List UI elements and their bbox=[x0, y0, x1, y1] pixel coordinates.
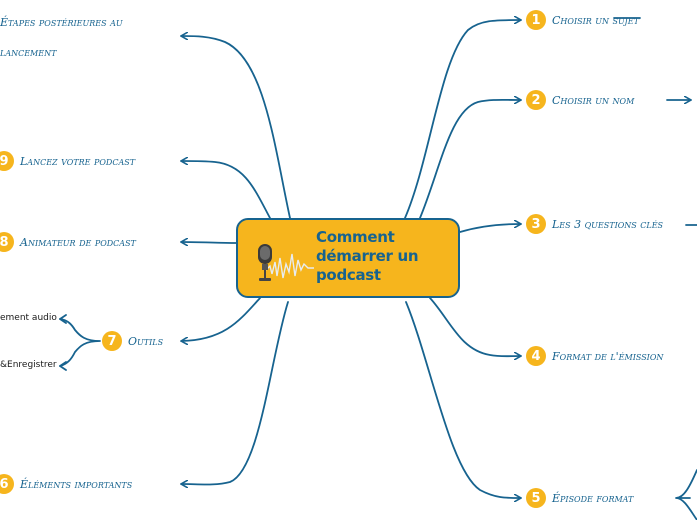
topic-label: Choisir un sujet bbox=[552, 13, 639, 27]
topic-3[interactable]: 3 Les 3 questions clés bbox=[526, 214, 663, 234]
topic-label: Lancez votre podcast bbox=[20, 154, 136, 168]
topic-number-badge: 4 bbox=[526, 346, 546, 366]
topic-label: Format de l'émission bbox=[552, 349, 664, 363]
topic-6[interactable]: 6 Éléments importants bbox=[0, 474, 132, 494]
branch-line-2 bbox=[419, 100, 520, 219]
branch-line-5 bbox=[405, 301, 520, 498]
topic-label: Éléments importants bbox=[20, 477, 133, 491]
branch-line-3 bbox=[459, 224, 520, 233]
topic-1[interactable]: 1 Choisir un sujet bbox=[526, 10, 639, 30]
topic-number-badge: 1 bbox=[526, 10, 546, 30]
subtopic-outils-audio[interactable]: ement audio bbox=[0, 313, 57, 323]
topic-label: Étapes postérieures au lancement bbox=[0, 16, 123, 59]
topic-10[interactable]: Étapes postérieures au lancement bbox=[0, 8, 170, 68]
topic-number-badge: 9 bbox=[0, 151, 14, 171]
branch-line-1 bbox=[404, 20, 520, 219]
central-topic[interactable]: Comment démarrer un podcast bbox=[236, 218, 460, 298]
branch-line-9 bbox=[182, 161, 271, 219]
topic-9[interactable]: 9 Lancez votre podcast bbox=[0, 151, 135, 171]
branch-line-8 bbox=[182, 242, 237, 243]
branch-line-10 bbox=[182, 36, 291, 219]
branch-line-7 bbox=[182, 297, 261, 341]
topic-number-badge: 3 bbox=[526, 214, 546, 234]
topic-8[interactable]: 8 Animateur de podcast bbox=[0, 232, 136, 252]
topic-number-badge: 5 bbox=[526, 488, 546, 508]
subtopic-outils-enregistrer[interactable]: &Enregistrer bbox=[0, 360, 57, 370]
topic-4[interactable]: 4 Format de l'émission bbox=[526, 346, 663, 366]
topic-label: Épisode format bbox=[552, 491, 634, 505]
topic-7[interactable]: 7 Outils bbox=[102, 331, 163, 351]
stub-line-5 bbox=[675, 469, 697, 520]
topic-label: Animateur de podcast bbox=[20, 235, 136, 249]
topic-number-badge: 6 bbox=[0, 474, 14, 494]
topic-5[interactable]: 5 Épisode format bbox=[526, 488, 633, 508]
topic-2[interactable]: 2 Choisir un nom bbox=[526, 90, 634, 110]
branch-line-4 bbox=[429, 297, 520, 356]
topic-number-badge: 7 bbox=[102, 331, 122, 351]
topic-number-badge: 2 bbox=[526, 90, 546, 110]
topic-label: Les 3 questions clés bbox=[552, 217, 664, 231]
topic-label: Choisir un nom bbox=[552, 93, 635, 107]
topic-number-badge: 8 bbox=[0, 232, 14, 252]
topic-label: Outils bbox=[128, 334, 164, 348]
central-topic-title: Comment démarrer un podcast bbox=[316, 228, 419, 284]
branch-line-6 bbox=[182, 301, 289, 485]
microphone-soundwave-icon bbox=[258, 244, 314, 281]
outils-fork-line bbox=[59, 318, 101, 367]
